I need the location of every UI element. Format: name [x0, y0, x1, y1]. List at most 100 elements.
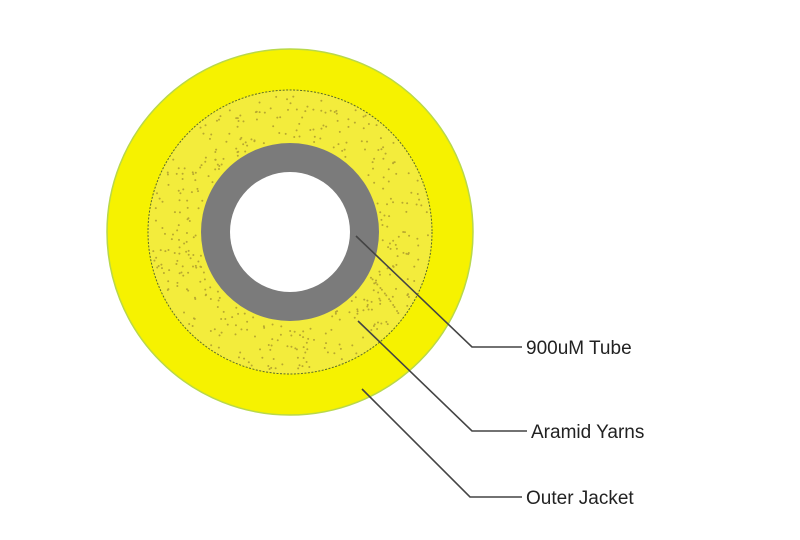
- yarn-dot: [286, 345, 289, 348]
- yarn-dot: [388, 242, 391, 245]
- yarn-dot: [175, 172, 178, 175]
- yarn-dot: [186, 199, 189, 202]
- yarn-dot: [372, 167, 375, 170]
- yarn-dot: [215, 148, 218, 151]
- yarn-dot: [263, 326, 266, 329]
- yarn-dot: [271, 323, 274, 326]
- yarn-dot: [199, 166, 202, 169]
- yarn-dot: [217, 346, 220, 349]
- yarn-dot: [308, 366, 311, 369]
- yarn-dot: [396, 255, 399, 258]
- yarn-dot: [383, 214, 386, 217]
- yarn-dot: [182, 274, 185, 277]
- yarn-dot: [220, 163, 223, 166]
- yarn-dot: [236, 125, 239, 128]
- label-aramid-yarns: Aramid Yarns: [531, 422, 644, 443]
- yarn-dot: [389, 300, 392, 303]
- yarn-dot: [178, 238, 181, 241]
- yarn-dot: [279, 333, 282, 336]
- yarn-dot: [373, 323, 376, 326]
- yarn-dot: [187, 217, 190, 220]
- yarn-dot: [262, 325, 265, 328]
- yarn-dot: [347, 118, 350, 121]
- yarn-dot: [201, 199, 204, 202]
- yarn-dot: [240, 328, 243, 331]
- yarn-dot: [178, 252, 181, 255]
- yarn-dot: [376, 321, 379, 324]
- yarn-dot: [289, 102, 292, 105]
- yarn-dot: [228, 132, 231, 135]
- yarn-dot: [167, 183, 170, 186]
- yarn-dot: [301, 365, 304, 368]
- yarn-dot: [259, 348, 262, 351]
- yarn-dot: [380, 218, 383, 221]
- yarn-dot: [177, 224, 180, 227]
- yarn-dot: [336, 119, 339, 122]
- yarn-dot: [407, 293, 410, 296]
- yarn-dot: [236, 154, 239, 157]
- yarn-dot: [376, 283, 379, 286]
- yarn-dot: [295, 108, 298, 111]
- yarn-dot: [382, 146, 385, 149]
- yarn-dot: [210, 344, 213, 347]
- yarn-dot: [220, 318, 223, 321]
- yarn-dot: [307, 337, 310, 340]
- yarn-dot: [181, 265, 184, 268]
- yarn-dot: [196, 187, 199, 190]
- yarn-dot: [395, 172, 398, 175]
- yarn-dot: [320, 127, 323, 130]
- yarn-dot: [199, 126, 202, 129]
- yarn-dot: [381, 239, 384, 242]
- yarn-dot: [216, 163, 219, 166]
- yarn-dot: [353, 121, 356, 124]
- yarn-dot: [177, 189, 180, 192]
- yarn-dot: [222, 310, 225, 313]
- yarn-dot: [253, 140, 256, 143]
- yarn-dot: [185, 240, 188, 243]
- yarn-dot: [156, 266, 159, 269]
- yarn-dot: [397, 312, 400, 315]
- yarn-dot: [379, 299, 382, 302]
- yarn-dot: [178, 246, 181, 249]
- yarn-dot: [325, 342, 328, 345]
- yarn-dot: [235, 147, 238, 150]
- yarn-dot: [306, 105, 309, 108]
- yarn-dot: [193, 317, 196, 320]
- yarn-dot: [166, 288, 169, 291]
- yarn-dot: [204, 156, 207, 159]
- yarn-dot: [255, 118, 258, 121]
- yarn-dot: [395, 247, 398, 250]
- yarn-dot: [163, 232, 166, 235]
- yarn-dot: [309, 327, 312, 330]
- yarn-dot: [192, 236, 195, 239]
- yarn-dot: [173, 211, 176, 214]
- yarn-dot: [252, 316, 255, 319]
- yarn-dot: [407, 296, 410, 299]
- yarn-dot: [302, 357, 305, 360]
- yarn-dot: [378, 297, 381, 300]
- yarn-dot: [388, 298, 391, 301]
- yarn-dot: [194, 264, 197, 267]
- yarn-dot: [159, 249, 162, 252]
- yarn-dot: [417, 258, 420, 261]
- yarn-dot: [197, 260, 200, 263]
- yarn-dot: [395, 287, 398, 290]
- yarn-dot: [192, 265, 195, 268]
- yarn-dot: [171, 233, 174, 236]
- yarn-dot: [194, 171, 197, 174]
- yarn-dot: [207, 175, 210, 178]
- yarn-dot: [393, 305, 396, 308]
- yarn-dot: [181, 172, 184, 175]
- yarn-dot: [237, 356, 240, 359]
- yarn-dot: [152, 250, 155, 253]
- yarn-dot: [271, 338, 274, 341]
- yarn-dot: [392, 201, 395, 204]
- yarn-dot: [360, 140, 363, 143]
- yarn-dot: [324, 111, 327, 114]
- yarn-dot: [394, 243, 397, 246]
- yarn-dot: [402, 251, 405, 254]
- yarn-dot: [186, 206, 189, 209]
- yarn-dot: [366, 299, 369, 302]
- yarn-dot: [370, 328, 373, 331]
- yarn-dot: [340, 358, 343, 361]
